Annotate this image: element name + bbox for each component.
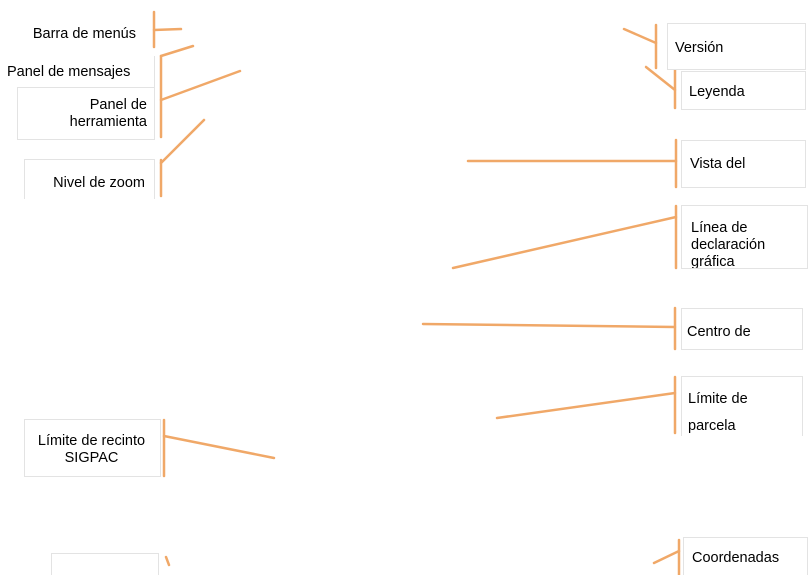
connector-barra-menus xyxy=(152,27,183,32)
connector-limite-recinto xyxy=(162,434,276,460)
connector-centro xyxy=(421,322,677,329)
connector-panel-mensajes xyxy=(159,44,195,58)
connector-panel-herramienta xyxy=(159,69,242,102)
connector-limite-parcela xyxy=(495,391,677,420)
label-bottom-left-partial xyxy=(51,553,159,575)
label-coordenadas: Coordenadas xyxy=(683,537,808,575)
label-limite-parcela: Límite de parcela xyxy=(681,376,803,436)
connector-bottom-left xyxy=(164,555,171,567)
connector-coordenadas xyxy=(652,549,681,565)
label-limite-recinto: Límite de recinto SIGPAC xyxy=(24,419,161,477)
label-panel-herramienta: Panel de herramienta xyxy=(17,87,155,140)
label-vista: Vista del xyxy=(681,140,806,188)
label-linea-declaracion: Línea de declaración gráfica xyxy=(681,205,808,269)
label-barra-menus: Barra de menús xyxy=(2,14,152,48)
label-nivel-zoom: Nivel de zoom xyxy=(24,159,155,199)
connector-linea xyxy=(451,215,678,270)
connector-leyenda xyxy=(644,65,677,92)
label-version: Versión xyxy=(667,23,806,70)
connector-version xyxy=(622,27,658,45)
label-panel-mensajes: Panel de mensajes xyxy=(0,56,155,88)
label-centro: Centro de xyxy=(681,308,803,350)
label-leyenda: Leyenda xyxy=(681,71,806,110)
connector-nivel-zoom xyxy=(159,118,206,165)
